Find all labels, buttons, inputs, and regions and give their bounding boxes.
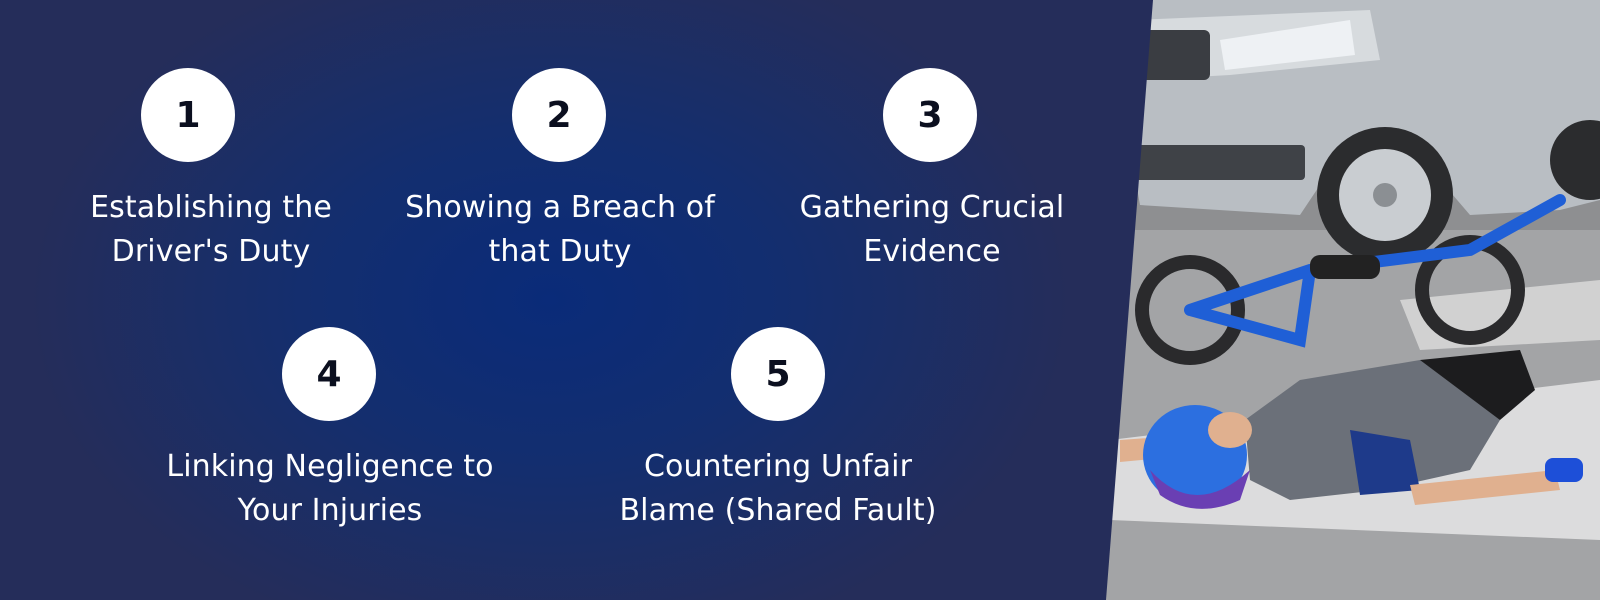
- step-number-badge: 3: [883, 68, 977, 162]
- step-label: Showing a Breach of that Duty: [350, 186, 770, 274]
- step-label: Establishing the Driver's Duty: [23, 186, 399, 274]
- step-label-line: Evidence: [863, 234, 1001, 269]
- step-number-badge: 2: [512, 68, 606, 162]
- step-label-line: Linking Negligence to: [166, 449, 494, 484]
- step-label: Gathering Crucial Evidence: [744, 186, 1120, 274]
- step-2: 2 Showing a Breach of that Duty: [379, 68, 739, 274]
- step-3: 3 Gathering Crucial Evidence: [750, 68, 1110, 274]
- step-number-badge: 4: [282, 327, 376, 421]
- step-label-line: Your Injuries: [237, 493, 423, 528]
- step-5: 5 Countering Unfair Blame (Shared Fault): [598, 327, 958, 533]
- step-label-line: Blame (Shared Fault): [619, 493, 937, 528]
- step-label: Countering Unfair Blame (Shared Fault): [563, 445, 993, 533]
- step-label-line: Establishing the: [90, 190, 332, 225]
- step-label: Linking Negligence to Your Injuries: [118, 445, 542, 533]
- step-number-badge: 5: [731, 327, 825, 421]
- step-1: 1 Establishing the Driver's Duty: [7, 68, 367, 274]
- step-number-badge: 1: [141, 68, 235, 162]
- step-label-line: Countering Unfair: [643, 449, 913, 484]
- step-label-line: Driver's Duty: [111, 234, 311, 269]
- step-label-line: Gathering Crucial: [799, 190, 1065, 225]
- step-label-line: Showing a Breach of: [405, 190, 715, 225]
- step-label-line: that Duty: [488, 234, 632, 269]
- step-4: 4 Linking Negligence to Your Injuries: [149, 327, 509, 533]
